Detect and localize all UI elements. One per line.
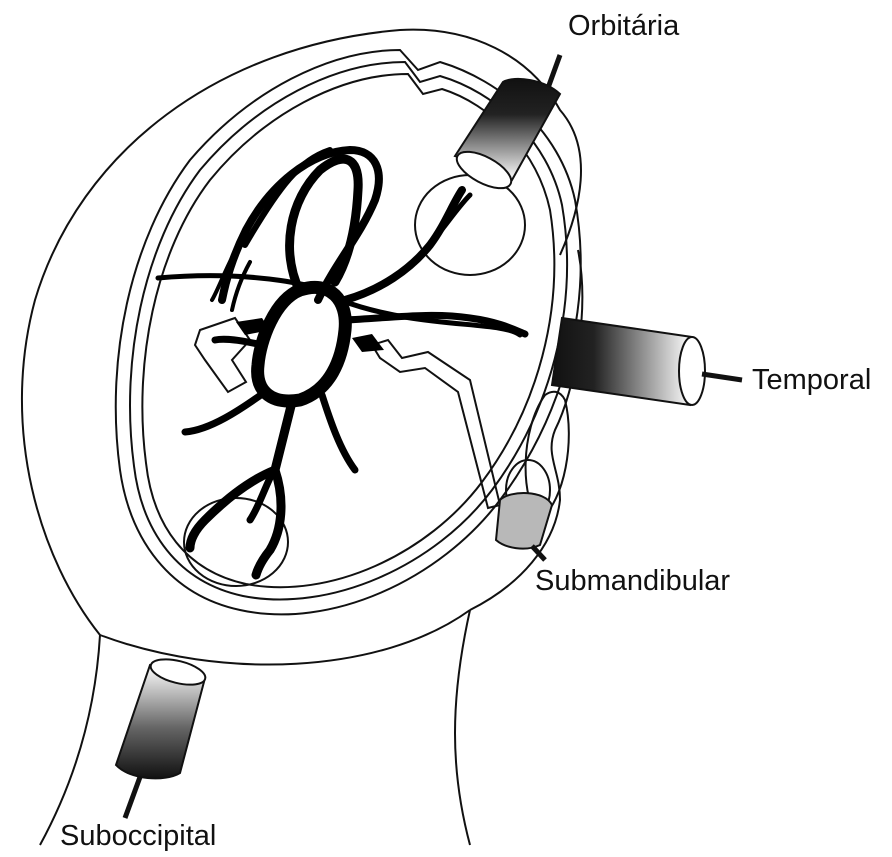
eye-globe [415, 175, 525, 275]
suboccipital-probe-cable [125, 777, 140, 818]
anterior-cerebral-left [290, 159, 359, 292]
temporal-probe [552, 318, 742, 405]
jaw-line [100, 610, 470, 665]
label-suboccipital: Suboccipital [60, 822, 216, 851]
middle-cerebral-left [215, 339, 262, 345]
suboccipital-probe [116, 655, 208, 818]
posterior-cerebral-right [322, 395, 355, 470]
skull-base-right [372, 340, 500, 508]
neck-left [40, 635, 100, 845]
label-submandibular: Submandibular [535, 567, 730, 596]
temporal-probe-cable [702, 374, 742, 380]
ophthalmic [420, 195, 470, 255]
frontal-branch-2 [232, 262, 250, 310]
middle-cerebral-right [345, 190, 462, 300]
neck-right [455, 610, 470, 845]
basilar [275, 402, 292, 470]
middle-cerebral-lateral [345, 315, 525, 334]
submandibular-window [496, 493, 552, 549]
posterior-cerebral-left [185, 392, 265, 432]
label-temporal: Temporal [752, 366, 871, 395]
circle-of-willis [258, 287, 346, 401]
label-orbital: Orbitária [568, 12, 679, 41]
temporal-probe-body [552, 318, 692, 405]
cerebral-arteries [158, 150, 525, 575]
orbital-probe [451, 55, 560, 196]
orbital-probe-cable [548, 55, 560, 88]
temporal-probe-face [679, 337, 705, 405]
